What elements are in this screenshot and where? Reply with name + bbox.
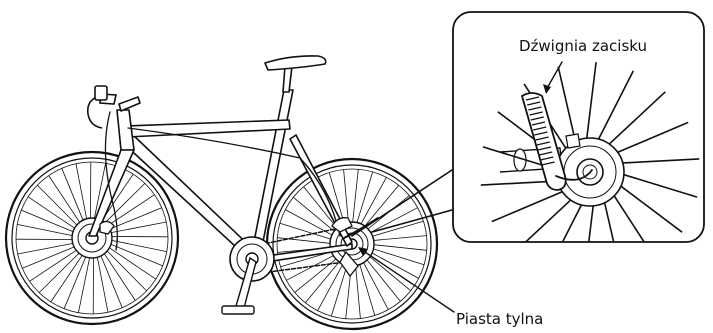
top-tube [125,120,290,137]
brake-hood [95,86,107,100]
front-wheel [6,152,178,324]
pedal [222,306,254,314]
callout-connector [352,170,452,236]
down-tube [122,134,256,258]
seat-tube [250,90,293,262]
lever-label: Dźwignia zacisku [519,37,647,55]
handlebar [88,86,116,128]
saddle [265,56,326,70]
stem [119,97,140,111]
frame [89,56,352,264]
head-tube [117,110,134,150]
rear-hub-label: Piasta tylna [456,310,543,328]
seatpost [283,66,292,92]
